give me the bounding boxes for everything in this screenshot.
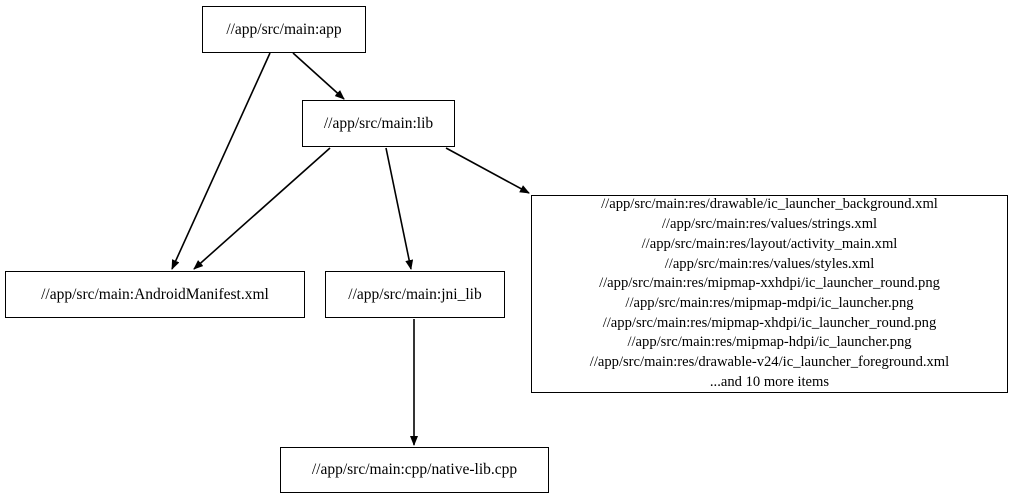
edge-app-to-manifest <box>171 52 271 270</box>
edge-lib-to-jni-lib <box>385 147 414 270</box>
edge-app-to-lib <box>292 52 345 100</box>
node-app-label: //app/src/main:app <box>226 20 342 38</box>
node-jni-lib-label: //app/src/main:jni_lib <box>348 285 482 303</box>
node-jni-lib[interactable]: //app/src/main:jni_lib <box>325 271 505 318</box>
edge-lib-to-manifest <box>193 147 331 270</box>
resources-line: //app/src/main:res/mipmap-xxhdpi/ic_laun… <box>599 275 940 292</box>
resources-line: ...and 10 more items <box>709 373 830 390</box>
resources-line: //app/src/main:res/values/strings.xml <box>661 216 878 233</box>
node-resources-group-label: //app/src/main:res/drawable/ic_launcher_… <box>584 195 955 392</box>
resources-line: //app/src/main:res/drawable-v24/ic_launc… <box>589 354 950 371</box>
node-androidmanifest-label: //app/src/main:AndroidManifest.xml <box>41 285 269 303</box>
node-native-lib-cpp-label: //app/src/main:cpp/native-lib.cpp <box>311 461 518 479</box>
resources-line: //app/src/main:res/mipmap-xhdpi/ic_launc… <box>602 314 937 331</box>
node-app[interactable]: //app/src/main:app <box>202 6 366 53</box>
node-lib-label: //app/src/main:lib <box>323 114 434 132</box>
edge-lib-to-resources <box>445 147 530 194</box>
node-androidmanifest[interactable]: //app/src/main:AndroidManifest.xml <box>5 271 305 318</box>
node-native-lib-cpp[interactable]: //app/src/main:cpp/native-lib.cpp <box>280 447 549 493</box>
resources-line: //app/src/main:res/values/styles.xml <box>664 255 875 272</box>
resources-line: //app/src/main:res/mipmap-hdpi/ic_launch… <box>627 334 912 351</box>
resources-line: //app/src/main:res/drawable/ic_launcher_… <box>601 196 938 213</box>
resources-line: //app/src/main:res/layout/activity_main.… <box>641 235 898 252</box>
resources-line: //app/src/main:res/mipmap-mdpi/ic_launch… <box>625 295 914 311</box>
node-resources-group[interactable]: //app/src/main:res/drawable/ic_launcher_… <box>531 195 1008 393</box>
node-lib[interactable]: //app/src/main:lib <box>302 100 455 147</box>
